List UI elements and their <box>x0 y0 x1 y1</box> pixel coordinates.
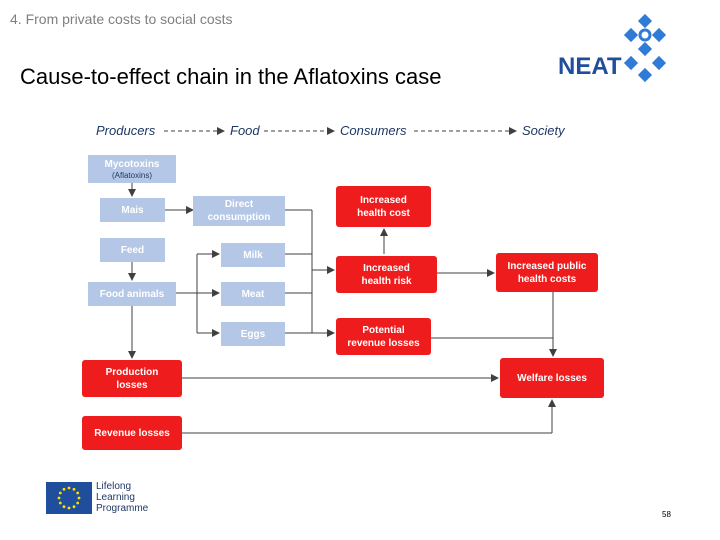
box-increased-public-health-costs: Increased public health costs <box>496 253 598 292</box>
box-milk: Milk <box>221 243 285 267</box>
box-food-animals: Food animals <box>88 282 176 306</box>
box-iphc-line1: Increased public <box>507 260 587 272</box>
box-eggs: Eggs <box>221 322 285 346</box>
box-ihr-line2: health risk <box>361 275 412 287</box>
chain-head-consumers: Consumers <box>340 123 407 138</box>
box-pl-line1: Production <box>105 366 159 378</box>
chain-head-producers: Producers <box>96 123 156 138</box>
box-ihc-line2: health cost <box>357 207 410 219</box>
box-prl-line1: Potential <box>362 324 405 336</box>
box-increased-health-cost: Increased health cost <box>336 186 431 227</box>
box-potential-revenue-losses: Potential revenue losses <box>336 318 431 355</box>
box-increased-health-risk: Increased health risk <box>336 256 437 293</box>
box-iphc-line2: health costs <box>517 273 577 285</box>
box-direct-consumption: Direct consumption <box>193 196 285 226</box>
box-welfare-losses: Welfare losses <box>500 358 604 398</box>
box-mycotoxins-sub: (Aflatoxins) <box>111 170 152 180</box>
box-mycotoxins: Mycotoxins (Aflatoxins) <box>88 155 176 183</box>
slide-title: Cause-to-effect chain in the Aflatoxins … <box>20 64 442 89</box>
box-ihc-line1: Increased <box>360 194 407 206</box>
logo-text: NEAT <box>558 53 622 80</box>
box-mycotoxins-title: Mycotoxins <box>104 158 160 170</box>
programme-line-2: Learning <box>96 492 135 503</box>
box-meat: Meat <box>221 282 285 306</box>
page-number: 58 <box>662 510 671 519</box>
box-ihr-line1: Increased <box>363 262 410 274</box>
box-production-losses: Production losses <box>82 360 182 397</box>
box-mais: Mais <box>100 198 165 222</box>
chain-head-food: Food <box>230 123 260 138</box>
neat-logo: NEAT <box>558 14 667 83</box>
box-revenue-losses: Revenue losses <box>82 416 182 450</box>
box-direct-line2: consumption <box>207 212 271 223</box>
eu-flag-icon <box>46 482 92 514</box>
section-label: 4. From private costs to social costs <box>10 11 233 27</box>
box-pl-line2: losses <box>116 379 148 391</box>
box-feed: Feed <box>100 238 165 262</box>
programme-line-1: Lifelong <box>96 481 132 492</box>
box-direct-line1: Direct <box>224 199 254 210</box>
chain-head-society: Society <box>522 123 565 138</box>
programme-line-3: Programme <box>96 503 149 514</box>
programme-label: Lifelong Learning Programme <box>96 481 148 514</box>
box-prl-line2: revenue losses <box>347 337 420 349</box>
